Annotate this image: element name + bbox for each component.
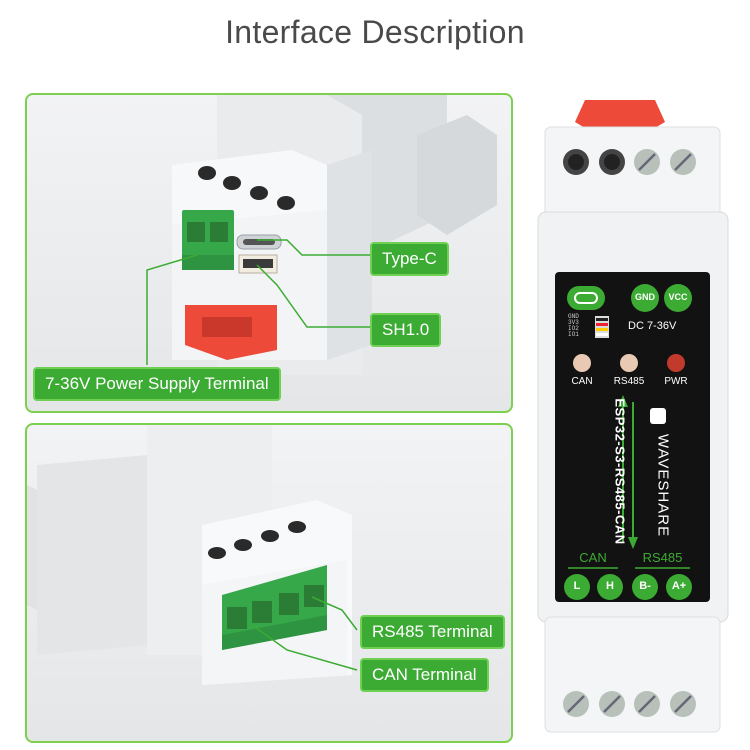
pin-3v3: 3V3 — [568, 319, 579, 326]
terminal-l-label: L — [573, 580, 581, 592]
bottom-panel: RS485 Terminal CAN Terminal — [25, 423, 513, 743]
led-label-rs485: RS485 — [613, 376, 645, 387]
power-terminal-callout: 7-36V Power Supply Terminal — [33, 367, 281, 401]
pin-gnd: GND — [568, 313, 579, 320]
rs485-terminal-callout: RS485 Terminal — [360, 615, 505, 649]
terminal-h-label: H — [606, 580, 614, 592]
usb-c-icon — [567, 286, 605, 310]
terminal-b-label: B- — [639, 580, 651, 592]
can-terminal-callout: CAN Terminal — [360, 658, 489, 692]
gnd-label: GND — [635, 292, 655, 302]
can-group-label: CAN — [579, 550, 607, 565]
bottom-device-illustration — [27, 425, 358, 685]
voltage-label: DC 7-36V — [628, 320, 677, 332]
rs485-led-icon — [620, 354, 638, 372]
sh1-callout: SH1.0 — [370, 313, 442, 347]
terminal-a-label: A+ — [671, 580, 687, 592]
top-device-illustration — [146, 95, 497, 375]
vcc-label: VCC — [668, 292, 688, 302]
led-label-pwr: PWR — [664, 376, 688, 387]
pin-io2: IO2 — [568, 325, 579, 332]
pin-io1: IO1 — [568, 331, 579, 338]
brand-label: WAVESHARE — [654, 433, 672, 538]
type-c-callout: Type-C — [370, 242, 449, 276]
can-led-icon — [573, 354, 591, 372]
pwr-led-icon — [667, 354, 685, 372]
model-label: ESP32-S3-RS485-CAN — [612, 398, 628, 545]
device-front: GND VCC GND 3V3 IO2 IO1 DC 7-36V CAN RS4… — [530, 92, 735, 747]
din-clip-top — [575, 100, 665, 132]
waveshare-logo-icon — [650, 408, 666, 424]
sh-pin-list: GND 3V3 IO2 IO1 — [568, 314, 579, 338]
top-panel: Type-C SH1.0 7-36V Power Supply Terminal — [25, 93, 513, 413]
led-label-can: CAN — [571, 376, 593, 387]
page-title: Interface Description — [225, 14, 525, 50]
rs485-group-label: RS485 — [642, 550, 683, 565]
